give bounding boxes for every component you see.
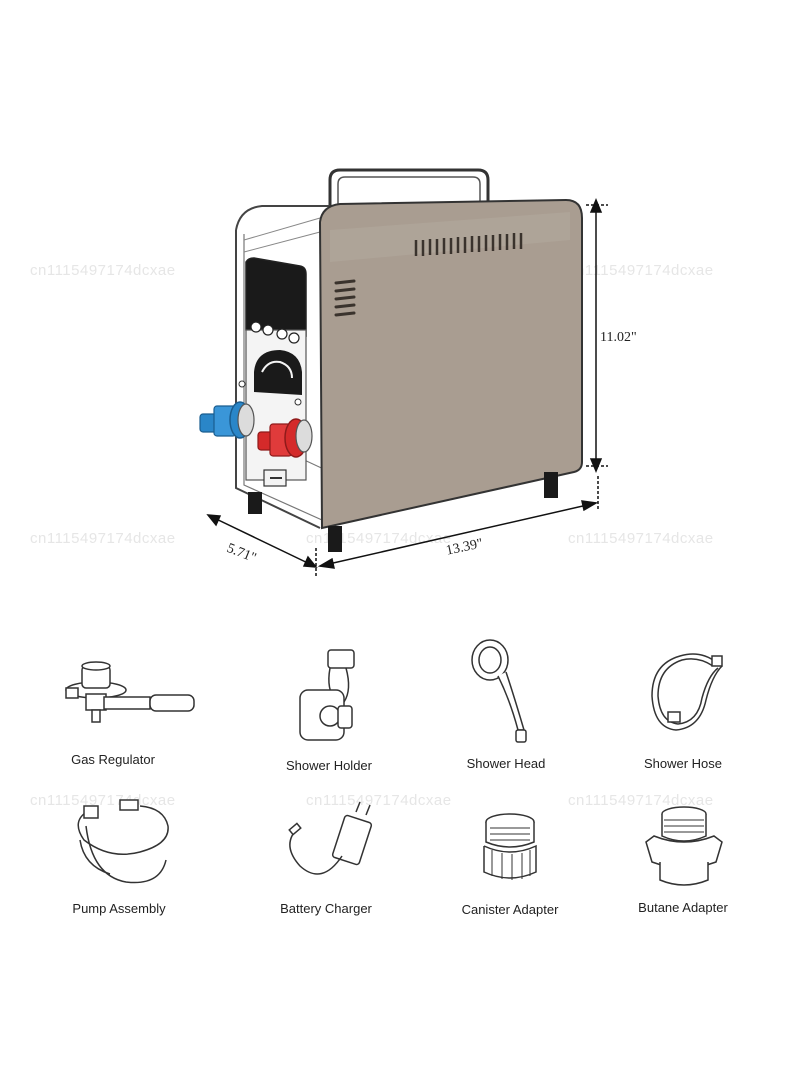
watermark: cn1115497174dcxae — [30, 530, 176, 547]
shower-head-icon — [471, 639, 527, 743]
shower-holder-icon — [299, 649, 355, 741]
accessory-label-canister-adapter: Canister Adapter — [461, 902, 559, 917]
accessory-label-shower-holder: Shower Holder — [286, 758, 372, 773]
watermark: cn1115497174dcxae — [568, 262, 714, 279]
watermark: cn1115497174dcxae — [30, 262, 176, 279]
shower-hose-icon — [651, 653, 723, 731]
canister-adapter-icon — [483, 813, 537, 880]
accessory-label-pump-assembly: Pump Assembly — [72, 901, 166, 916]
watermark: cn1115497174dcxae — [306, 530, 452, 547]
watermark: cn1115497174dcxae — [30, 792, 176, 809]
hot-water-outlet — [257, 418, 313, 458]
accessory-label-butane-adapter: Butane Adapter — [638, 900, 728, 915]
cold-water-inlet — [199, 401, 255, 439]
water-heater-illustration — [199, 168, 608, 578]
accessory-label-gas-regulator: Gas Regulator — [71, 752, 155, 767]
accessory-label-shower-hose: Shower Hose — [643, 756, 723, 771]
height-dimension-label: 11.02" — [600, 330, 637, 345]
pump-assembly-icon — [77, 799, 169, 884]
watermark: cn1115497174dcxae — [306, 792, 452, 809]
battery-charger-icon — [288, 801, 373, 875]
accessory-label-shower-head: Shower Head — [466, 756, 546, 771]
watermark: cn1115497174dcxae — [568, 792, 714, 809]
accessory-label-battery-charger: Battery Charger — [280, 901, 372, 916]
watermark: cn1115497174dcxae — [568, 530, 714, 547]
butane-adapter-icon — [645, 806, 723, 886]
gas-regulator-icon — [65, 661, 195, 723]
